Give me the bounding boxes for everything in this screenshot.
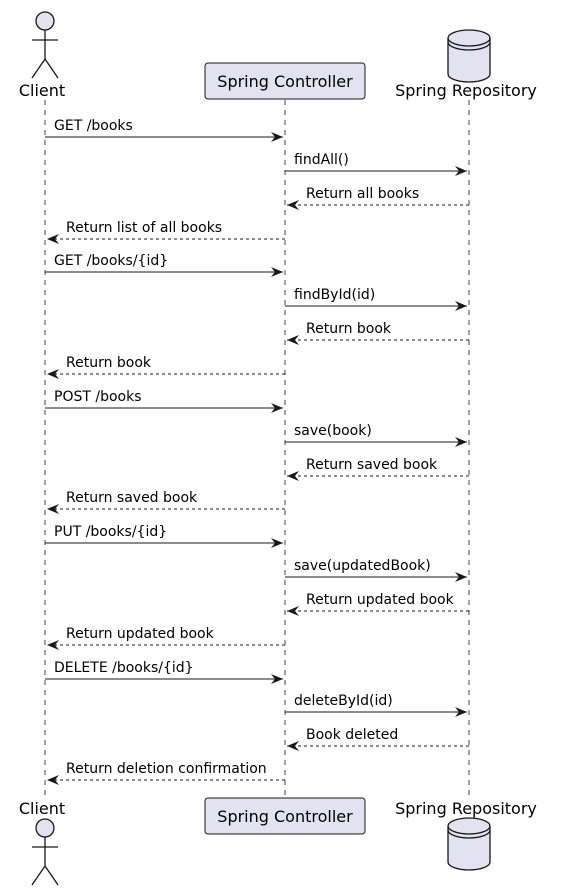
message-6: findById(id) xyxy=(285,287,467,311)
lifelines xyxy=(44,100,470,798)
participant-label-repository: Spring Repository xyxy=(395,81,537,100)
message-3: Return all books xyxy=(287,186,469,210)
message-label: deleteById(id) xyxy=(294,693,393,709)
actor-icon xyxy=(31,818,59,886)
arrow-head xyxy=(47,369,59,379)
arrow-head xyxy=(271,403,283,413)
arrow-head xyxy=(271,267,283,277)
message-13: PUT /books/{id} xyxy=(45,524,283,548)
messages: GET /books findAll() Return all booksRetur… xyxy=(45,118,469,785)
controller-participant-top: Spring Controller xyxy=(204,62,366,100)
arrow-head xyxy=(287,741,299,751)
arrow-head xyxy=(271,132,283,142)
arrow-head xyxy=(455,707,467,717)
arrow-head xyxy=(47,234,59,244)
message-15: Return updated book xyxy=(287,592,469,616)
message-7: Return book xyxy=(287,321,469,345)
message-label: PUT /books/{id} xyxy=(54,524,167,540)
message-12: Return saved book xyxy=(47,490,285,514)
message-label: Return deletion confirmation xyxy=(66,761,267,777)
arrow-head xyxy=(287,335,299,345)
message-label: GET /books/{id} xyxy=(54,253,168,269)
arrow-head xyxy=(47,504,59,514)
database-icon xyxy=(447,817,491,871)
message-label: Return updated book xyxy=(66,626,215,642)
message-label: save(updatedBook) xyxy=(294,558,431,574)
arrow-head xyxy=(455,437,467,447)
message-19: Book deleted xyxy=(287,727,469,751)
message-label: findAll() xyxy=(294,152,349,168)
client-actor-bottom: Client xyxy=(19,799,65,886)
message-11: Return saved book xyxy=(287,457,469,481)
arrow-head xyxy=(47,640,59,650)
message-label: GET /books xyxy=(54,118,133,134)
arrow-head xyxy=(47,775,59,785)
participant-label-client: Client xyxy=(19,81,65,100)
repository-participant-bottom: Spring Repository xyxy=(395,799,537,871)
message-16: Return updated book xyxy=(47,626,285,650)
message-label: Return saved book xyxy=(306,457,438,473)
message-10: save(book) xyxy=(285,423,467,447)
message-label: findById(id) xyxy=(294,287,375,303)
message-8: Return book xyxy=(47,355,285,379)
arrow-head xyxy=(287,471,299,481)
arrow-head xyxy=(287,200,299,210)
message-18: deleteById(id) xyxy=(285,693,467,717)
message-label: Return updated book xyxy=(306,592,455,608)
arrow-head xyxy=(455,301,467,311)
message-1: GET /books xyxy=(45,118,283,142)
message-label: DELETE /books/{id} xyxy=(54,660,194,676)
arrow-head xyxy=(287,606,299,616)
message-label: Return list of all books xyxy=(66,220,222,236)
message-9: POST /books xyxy=(45,389,283,413)
actor-icon xyxy=(31,11,59,79)
arrow-head xyxy=(271,538,283,548)
participant-label-client-bottom: Client xyxy=(19,799,65,818)
message-4: Return list of all books xyxy=(47,220,285,244)
message-label: Return book xyxy=(66,355,152,371)
message-label: Return saved book xyxy=(66,490,198,506)
repository-participant-top: Spring Repository xyxy=(395,29,537,100)
arrow-head xyxy=(455,572,467,582)
message-17: DELETE /books/{id} xyxy=(45,660,283,684)
message-14: save(updatedBook) xyxy=(285,558,467,582)
message-5: GET /books/{id} xyxy=(45,253,283,277)
participant-label-controller-bottom: Spring Controller xyxy=(217,807,353,826)
message-2: findAll() xyxy=(285,152,467,176)
message-label: Return all books xyxy=(306,186,419,202)
message-20: Return deletion confirmation xyxy=(47,761,285,785)
message-label: Return book xyxy=(306,321,392,337)
message-label: Book deleted xyxy=(306,727,398,743)
controller-participant-bottom: Spring Controller xyxy=(204,797,366,835)
database-icon xyxy=(447,29,491,83)
arrow-head xyxy=(455,166,467,176)
participant-label-repository-bottom: Spring Repository xyxy=(395,799,537,818)
client-actor-top: Client xyxy=(19,11,65,100)
arrow-head xyxy=(271,674,283,684)
message-label: POST /books xyxy=(54,389,142,405)
participant-label-controller: Spring Controller xyxy=(217,72,353,91)
message-label: save(book) xyxy=(294,423,372,439)
